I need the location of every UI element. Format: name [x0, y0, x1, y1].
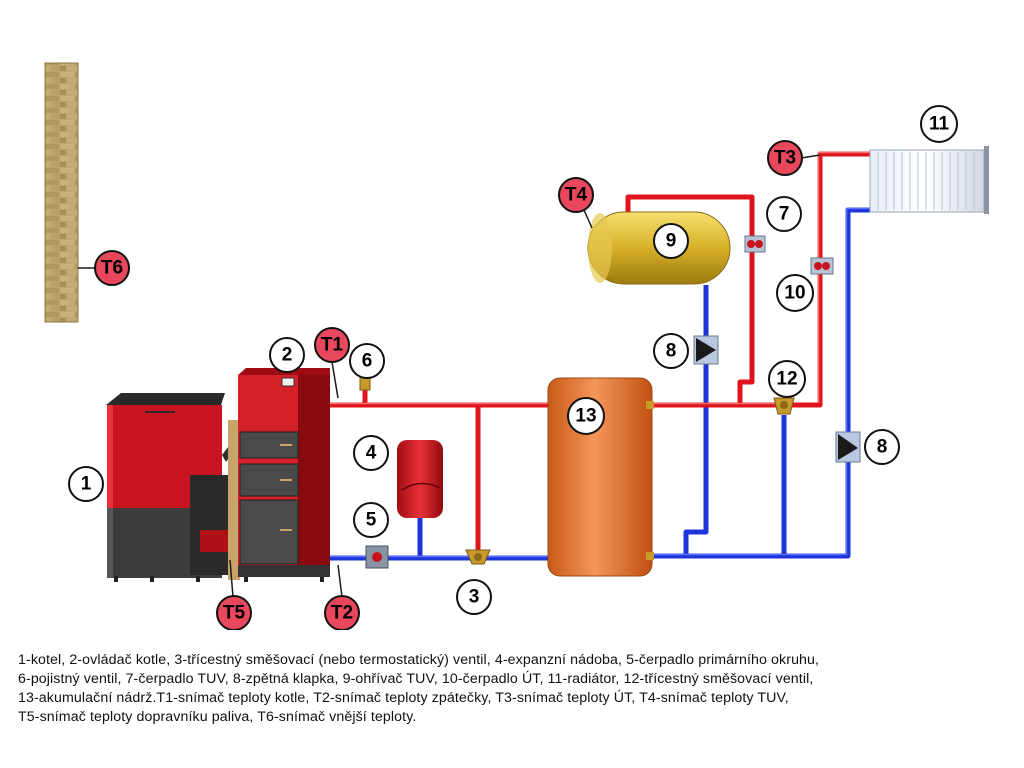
sensor-t5: T5: [216, 595, 252, 630]
svg-text:8: 8: [877, 437, 888, 458]
sensor-t2: T2: [324, 595, 360, 630]
caption-line: 13-akumulační nádrž.T1-snímač teploty ko…: [18, 690, 789, 706]
sensor-t3: T3: [767, 140, 803, 176]
label-12: 12: [768, 360, 806, 398]
heating-pump: [810, 257, 834, 275]
legend-caption: 1-kotel, 2-ovládač kotle, 3-třícestný sm…: [18, 651, 1018, 727]
svg-text:T1: T1: [321, 335, 344, 356]
sensor-t4: T4: [558, 177, 594, 213]
svg-text:T4: T4: [565, 185, 588, 206]
label-2: 2: [269, 337, 305, 373]
mixing-valve: [773, 397, 795, 415]
label-8-heating: 8: [864, 429, 900, 465]
label-5: 5: [353, 502, 389, 538]
caption-line: T5-snímač teploty dopravníku paliva, T6-…: [18, 709, 417, 725]
label-11: 11: [920, 105, 958, 143]
svg-text:4: 4: [366, 443, 377, 464]
return-pipes: [330, 207, 870, 561]
svg-text:T6: T6: [101, 258, 123, 279]
primary-pump: [365, 545, 389, 569]
label-4: 4: [353, 435, 389, 471]
dhw-pump: [744, 235, 766, 253]
radiator: [869, 146, 989, 214]
svg-text:11: 11: [929, 114, 950, 135]
check-valve-dhw: [693, 335, 719, 365]
label-9: 9: [653, 223, 689, 259]
svg-text:12: 12: [776, 369, 797, 390]
sensor-t6: T6: [94, 250, 130, 286]
svg-text:7: 7: [779, 204, 790, 225]
svg-text:1: 1: [81, 474, 92, 495]
label-6: 6: [349, 343, 385, 379]
sensor-leader-lines: [78, 154, 821, 598]
hot-pipes-highlight: [330, 151, 870, 405]
check-valve-heating: [835, 431, 861, 463]
heating-system-diagram: 1 2 3 4 5 6 7 8 8 9 10 11 12 13 T1 T2 T3…: [44, 62, 989, 630]
label-8-dhw: 8: [653, 333, 689, 369]
svg-text:9: 9: [666, 231, 677, 252]
svg-text:10: 10: [784, 283, 805, 304]
label-7: 7: [766, 196, 802, 232]
sensor-t1: T1: [314, 327, 350, 363]
label-10: 10: [776, 274, 814, 312]
svg-text:T3: T3: [774, 148, 796, 169]
label-3: 3: [456, 579, 492, 615]
svg-text:5: 5: [366, 510, 377, 531]
three-way-valve: [465, 549, 491, 565]
label-1: 1: [68, 466, 104, 502]
boiler-body: [190, 368, 330, 582]
svg-text:T2: T2: [331, 603, 353, 624]
svg-text:8: 8: [666, 341, 677, 362]
svg-text:13: 13: [575, 406, 596, 427]
label-13: 13: [567, 397, 605, 435]
outdoor-wall: [44, 62, 79, 323]
svg-text:3: 3: [469, 587, 480, 608]
caption-line: 1-kotel, 2-ovládač kotle, 3-třícestný sm…: [18, 652, 820, 668]
caption-line: 6-pojistný ventil, 7-čerpadlo TUV, 8-zpě…: [18, 671, 814, 687]
svg-text:2: 2: [282, 345, 293, 366]
svg-text:6: 6: [362, 351, 373, 372]
expansion-vessel: [397, 440, 443, 518]
svg-text:T5: T5: [223, 603, 246, 624]
hot-pipes: [330, 151, 870, 552]
